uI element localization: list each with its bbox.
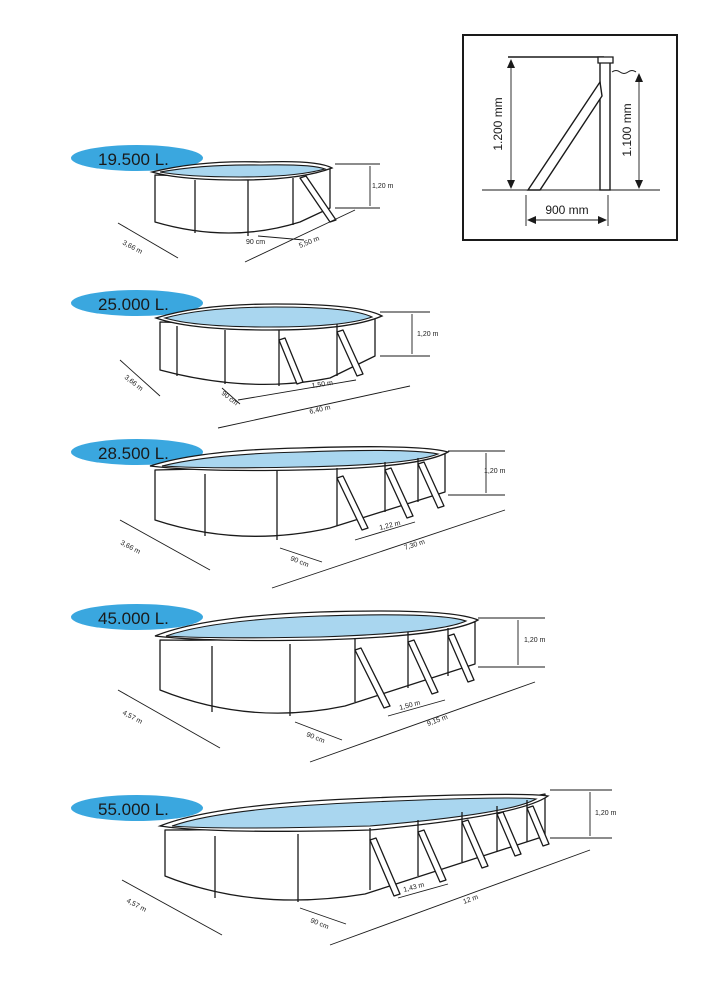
support-brace [407, 639, 439, 695]
detail-cap [597, 56, 614, 64]
volume-label: 55.000 L. [98, 800, 169, 819]
volume-label: 25.000 L. [98, 295, 169, 314]
pool-water [163, 306, 374, 328]
support-detail: 1.200 mm 1.100 mm 900 mm [462, 34, 678, 241]
detail-water-line [611, 70, 637, 74]
detail-base-width-label: 900 mm [545, 203, 588, 217]
volume-badge [71, 795, 203, 821]
volume-badge [71, 439, 203, 465]
volume-badge [71, 145, 203, 171]
width-label: 3,66 m [123, 374, 144, 393]
extra-label: 1,22 m [379, 520, 402, 532]
pool-45000: 45.000 L. 1,20 m 4,57 m 9,15 m 1,50 m 90… [71, 604, 546, 763]
pool-water [161, 449, 440, 469]
support-brace [336, 475, 369, 531]
support-brace [526, 805, 550, 847]
detail-water-height-label: 1.100 mm [620, 103, 634, 156]
dim-spacing-line [299, 907, 347, 925]
height-label: 1,20 m [595, 810, 617, 817]
dim-length-line [271, 509, 506, 589]
volume-badge [71, 604, 203, 630]
dim-extra-line [354, 521, 416, 541]
support-brace [354, 647, 391, 709]
dim-width-line [121, 879, 223, 936]
height-label: 1,20 m [484, 468, 506, 475]
arrow-down-icon [507, 180, 515, 189]
pool-water [159, 164, 327, 178]
height-label: 1,20 m [372, 183, 394, 190]
support-brace [417, 829, 447, 883]
detail-brace [526, 80, 603, 191]
spacing-label: 90 cm [305, 731, 325, 745]
dim-spacing-line [221, 387, 241, 405]
support-brace [299, 175, 337, 223]
width-label: 3,66 m [119, 540, 141, 556]
pool-water [165, 614, 468, 639]
arrow-down-icon [635, 180, 643, 189]
volume-label: 28.500 L. [98, 444, 169, 463]
dim-width-line [117, 222, 179, 259]
spacing-label: 90 cm [309, 917, 329, 931]
support-brace [384, 467, 414, 519]
detail-total-height-label: 1.200 mm [491, 97, 505, 150]
dim-width-line [117, 689, 221, 749]
support-brace [417, 461, 445, 509]
spacing-label: 90 cm [289, 555, 309, 569]
support-brace [278, 337, 304, 385]
dim-length-line [244, 209, 356, 263]
dim-spacing-line [279, 547, 323, 563]
extra-label: 1,50 m [311, 380, 333, 390]
dim-extra-line [237, 379, 357, 401]
arrow-left-icon [527, 216, 536, 224]
dim-width-line [119, 359, 161, 397]
detail-post [599, 61, 611, 191]
length-label: 12 m [462, 894, 479, 906]
height-label: 1,20 m [524, 637, 546, 644]
dim-length-line [217, 385, 411, 429]
dim-spacing-line [257, 235, 305, 241]
arrow-right-icon [598, 216, 607, 224]
width-label: 3,66 m [121, 240, 143, 256]
support-brace [336, 329, 364, 377]
pool-water [171, 797, 538, 829]
pool-55000: 55.000 L. 1,20 m 4,57 m 12 m 1,43 m 90 c… [71, 789, 617, 946]
pool-28500: 28.500 L. 1,20 m 3,66 m 7,30 m 1,22 m 90… [71, 439, 506, 589]
spacing-label: 90 cm [220, 390, 239, 407]
dim-width-line [119, 519, 211, 571]
dim-length-line [329, 849, 591, 946]
volume-badge [71, 290, 203, 316]
width-label: 4,57 m [125, 898, 147, 914]
dim-length-line [309, 681, 536, 763]
dim-spacing-line [294, 721, 343, 741]
pool-25000: 25.000 L. 1,20 m 3,66 m 6,40 m 1,50 m 90… [71, 290, 439, 429]
arrow-up-icon [635, 73, 643, 82]
support-brace [447, 633, 475, 683]
support-brace [496, 811, 522, 857]
length-label: 6,40 m [309, 404, 332, 416]
extra-label: 1,43 m [403, 882, 426, 894]
length-label: 7,30 m [403, 539, 426, 552]
width-label: 4,57 m [121, 710, 143, 726]
dim-extra-line [387, 699, 446, 717]
support-brace [461, 819, 489, 869]
support-brace [369, 837, 401, 897]
volume-label: 19.500 L. [98, 150, 169, 169]
length-label: 9,15 m [426, 714, 449, 728]
volume-label: 45.000 L. [98, 609, 169, 628]
length-label: 5,50 m [298, 235, 321, 250]
dim-extra-line [397, 883, 449, 899]
pool-19500: 19.500 L. 1,20 m 3,66 m 5,50 m 90 cm [71, 145, 394, 263]
height-label: 1,20 m [417, 331, 439, 338]
spacing-label: 90 cm [246, 239, 265, 246]
arrow-up-icon [507, 59, 515, 68]
